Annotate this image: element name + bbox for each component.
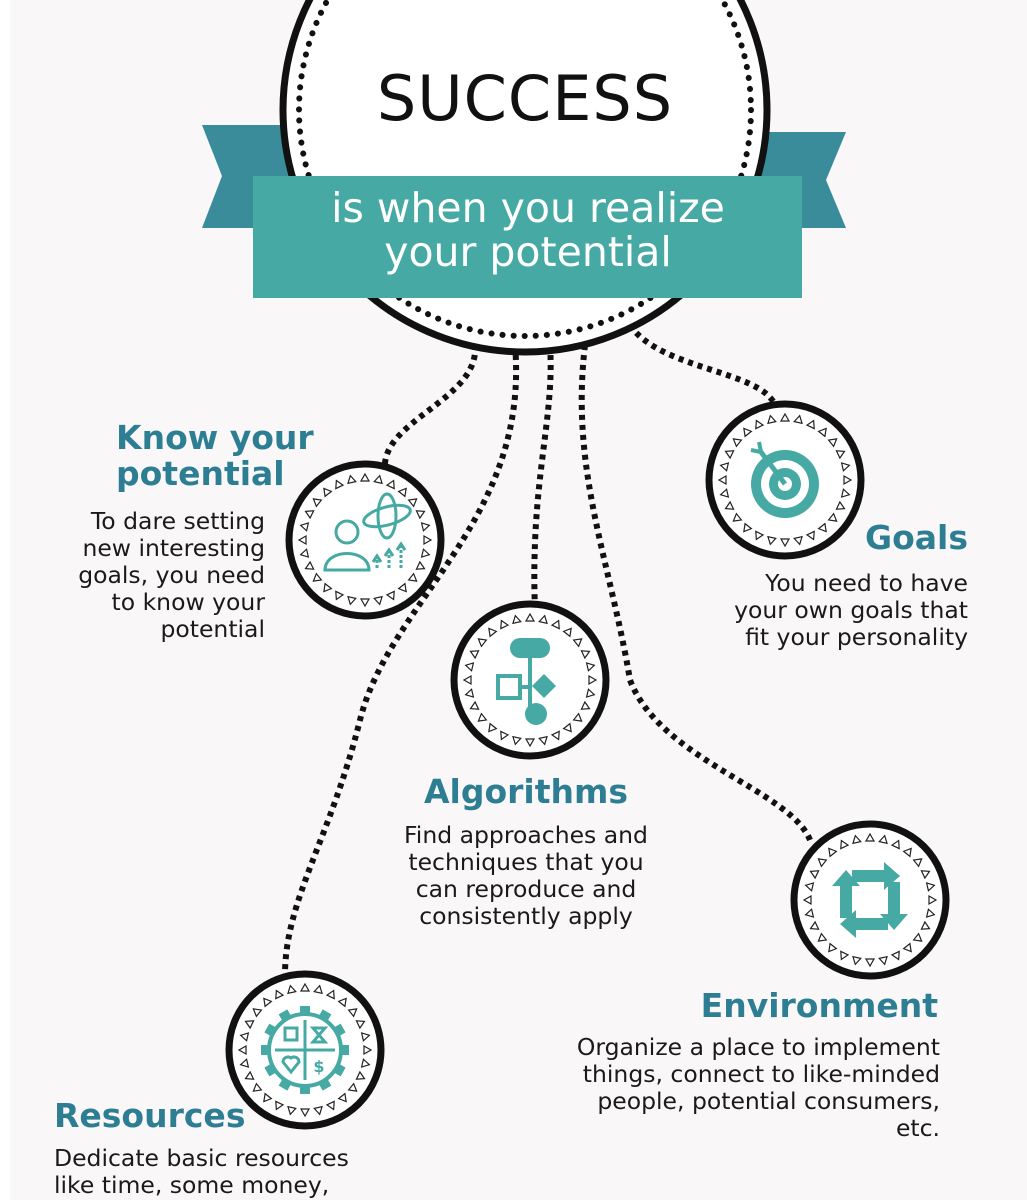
node-ring (462, 612, 598, 748)
node-algorithms (450, 600, 610, 760)
algorithms-desc-line: can reproduce and (415, 875, 637, 903)
hero-subtitle: is when you realize your potential (253, 186, 803, 274)
know-description: To dare setting new interesting goals, y… (10, 508, 265, 643)
know-heading: Know your potential (116, 420, 314, 492)
resources-desc-line: like time, some money, (54, 1171, 330, 1199)
node-know (285, 460, 445, 620)
environment-desc-line: etc. (895, 1114, 940, 1142)
goals-desc-line: fit your personality (745, 623, 968, 651)
person-growth-icon (323, 492, 412, 572)
algorithms-description: Find approaches and techniques that you … (350, 822, 702, 930)
node-resources: $ (225, 970, 385, 1130)
ribbon-band (253, 176, 802, 298)
know-heading-line2: potential (116, 454, 285, 493)
target-icon (750, 441, 819, 518)
algorithms-heading: Algorithms (423, 772, 629, 811)
goals-desc-line: your own goals that (734, 596, 968, 624)
resources-heading: Resources (54, 1096, 246, 1135)
svg-text:$: $ (313, 1057, 324, 1076)
node-goals (705, 400, 865, 560)
algorithms-desc-line: techniques that you (408, 848, 644, 876)
recycle-arrows-icon (832, 862, 908, 938)
node-ring (297, 472, 433, 608)
know-heading-line1: Know your (116, 418, 314, 457)
hero-subtitle-line2: your potential (384, 228, 672, 276)
node-environment (790, 820, 950, 980)
node-ring (237, 982, 373, 1118)
resources-description: Dedicate basic resources like time, some… (54, 1145, 454, 1199)
gear-resources-icon: $ (261, 1006, 349, 1094)
environment-desc-line: people, potential consumers, (597, 1087, 940, 1115)
environment-description: Organize a place to implement things, co… (510, 1034, 940, 1142)
connectors (282, 323, 813, 976)
goals-description: You need to have your own goals that fit… (650, 570, 968, 651)
hero-subtitle-line1: is when you realize (331, 184, 725, 232)
diagram-artwork: $ (202, 0, 950, 1130)
connector-resources (282, 344, 520, 976)
connector-environment (578, 344, 813, 842)
resources-desc-line: Dedicate basic resources (54, 1144, 349, 1172)
flowchart-icon (496, 638, 556, 725)
goals-desc-line: You need to have (765, 569, 968, 597)
environment-desc-line: Organize a place to implement (576, 1033, 940, 1061)
environment-desc-line: things, connect to like-minded (582, 1060, 940, 1088)
connector-know (381, 344, 479, 471)
know-desc-line: goals, you need (78, 561, 265, 589)
know-desc-line: new interesting (82, 534, 265, 562)
algorithms-desc-line: Find approaches and (404, 821, 648, 849)
node-ring (717, 412, 853, 548)
algorithms-desc-line: consistently apply (419, 902, 633, 930)
connector-goals (627, 323, 778, 407)
connector-algorithms (531, 344, 554, 611)
environment-heading: Environment (700, 986, 938, 1025)
know-desc-line: to know your (111, 588, 265, 616)
hero-title: SUCCESS (376, 62, 674, 135)
goals-heading: Goals (865, 518, 968, 557)
know-desc-line: potential (160, 615, 265, 643)
node-ring (802, 832, 938, 968)
know-desc-line: To dare setting (90, 507, 265, 535)
